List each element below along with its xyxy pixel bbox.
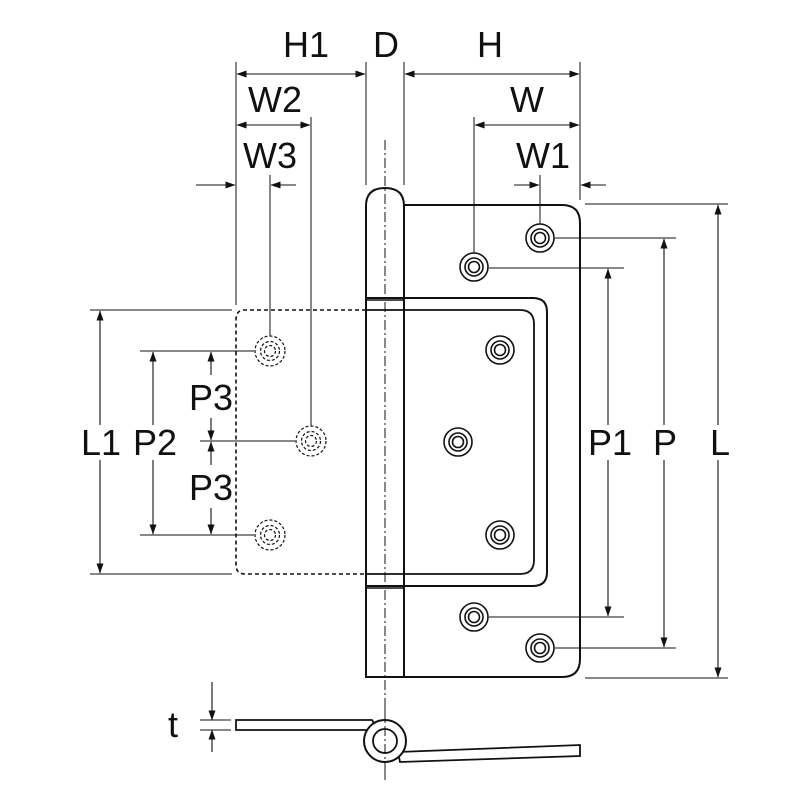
- screw-hole-icon: [485, 335, 515, 365]
- screw-hole-icon: [525, 633, 555, 663]
- hidden-left-leaf: [235, 309, 366, 575]
- label-P: P: [653, 422, 677, 463]
- label-H1: H1: [283, 24, 329, 65]
- knuckle-barrel: [365, 186, 405, 678]
- right-leaf-section: [396, 744, 581, 763]
- hinge-section-view: [200, 708, 581, 780]
- dimension-lines: [96, 70, 722, 752]
- extension-lines: [90, 62, 728, 679]
- screw-hole-icon: [443, 427, 473, 457]
- dimension-labels: H1 D H W2 W W3 W1 L1 P2 P3 P3 P1 P L t: [81, 24, 730, 745]
- label-P3-upper: P3: [189, 377, 233, 418]
- label-W2: W2: [248, 79, 302, 120]
- hidden-screw-hole-icon: [254, 519, 286, 551]
- label-H: H: [477, 24, 503, 65]
- label-W3: W3: [243, 135, 297, 176]
- label-L1: L1: [81, 422, 121, 463]
- screw-hole-icon: [525, 223, 555, 253]
- label-t: t: [168, 704, 178, 745]
- label-W: W: [510, 79, 544, 120]
- hidden-screw-hole-icon: [295, 425, 327, 457]
- screw-hole-icon: [459, 252, 489, 282]
- screw-holes: [254, 223, 555, 663]
- screw-hole-icon: [459, 602, 489, 632]
- label-D: D: [373, 24, 399, 65]
- left-leaf-section: [235, 719, 375, 731]
- screw-hole-icon: [485, 520, 515, 550]
- right-leaf-outline: [404, 204, 581, 678]
- hinge-front-view: [235, 140, 581, 780]
- inner-leaf-outline: [366, 297, 548, 587]
- label-P3-lower: P3: [189, 467, 233, 508]
- label-W1: W1: [516, 135, 570, 176]
- label-L: L: [710, 422, 730, 463]
- hidden-screw-hole-icon: [254, 335, 286, 367]
- label-P2: P2: [133, 422, 177, 463]
- label-P1: P1: [588, 422, 632, 463]
